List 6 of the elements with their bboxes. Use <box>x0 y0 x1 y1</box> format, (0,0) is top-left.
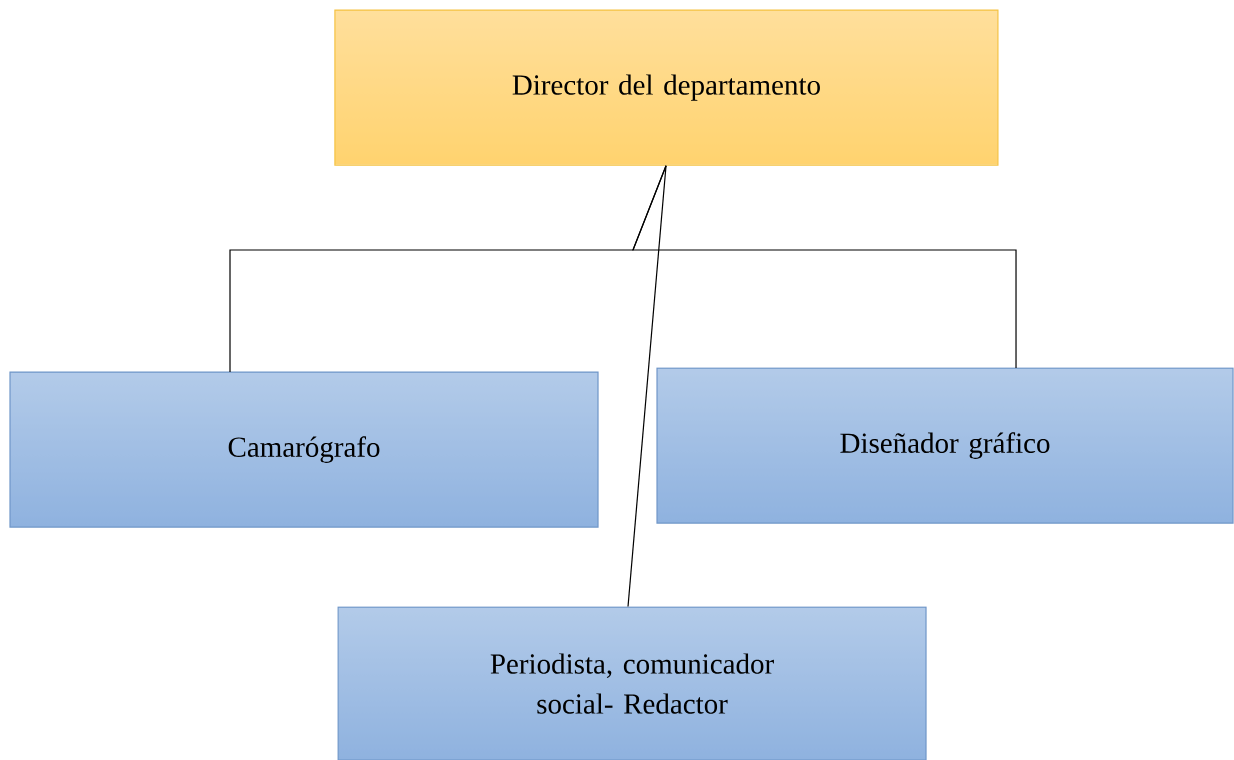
role-box: Diseñador gráfico <box>656 367 1234 524</box>
role-box: Periodista, comunicador social- Redactor <box>337 606 927 760</box>
role-box: Camarógrafo <box>9 371 599 528</box>
director-box: Director del departamento <box>334 9 999 166</box>
connector-line <box>632 165 1017 369</box>
connector-line <box>627 165 667 608</box>
